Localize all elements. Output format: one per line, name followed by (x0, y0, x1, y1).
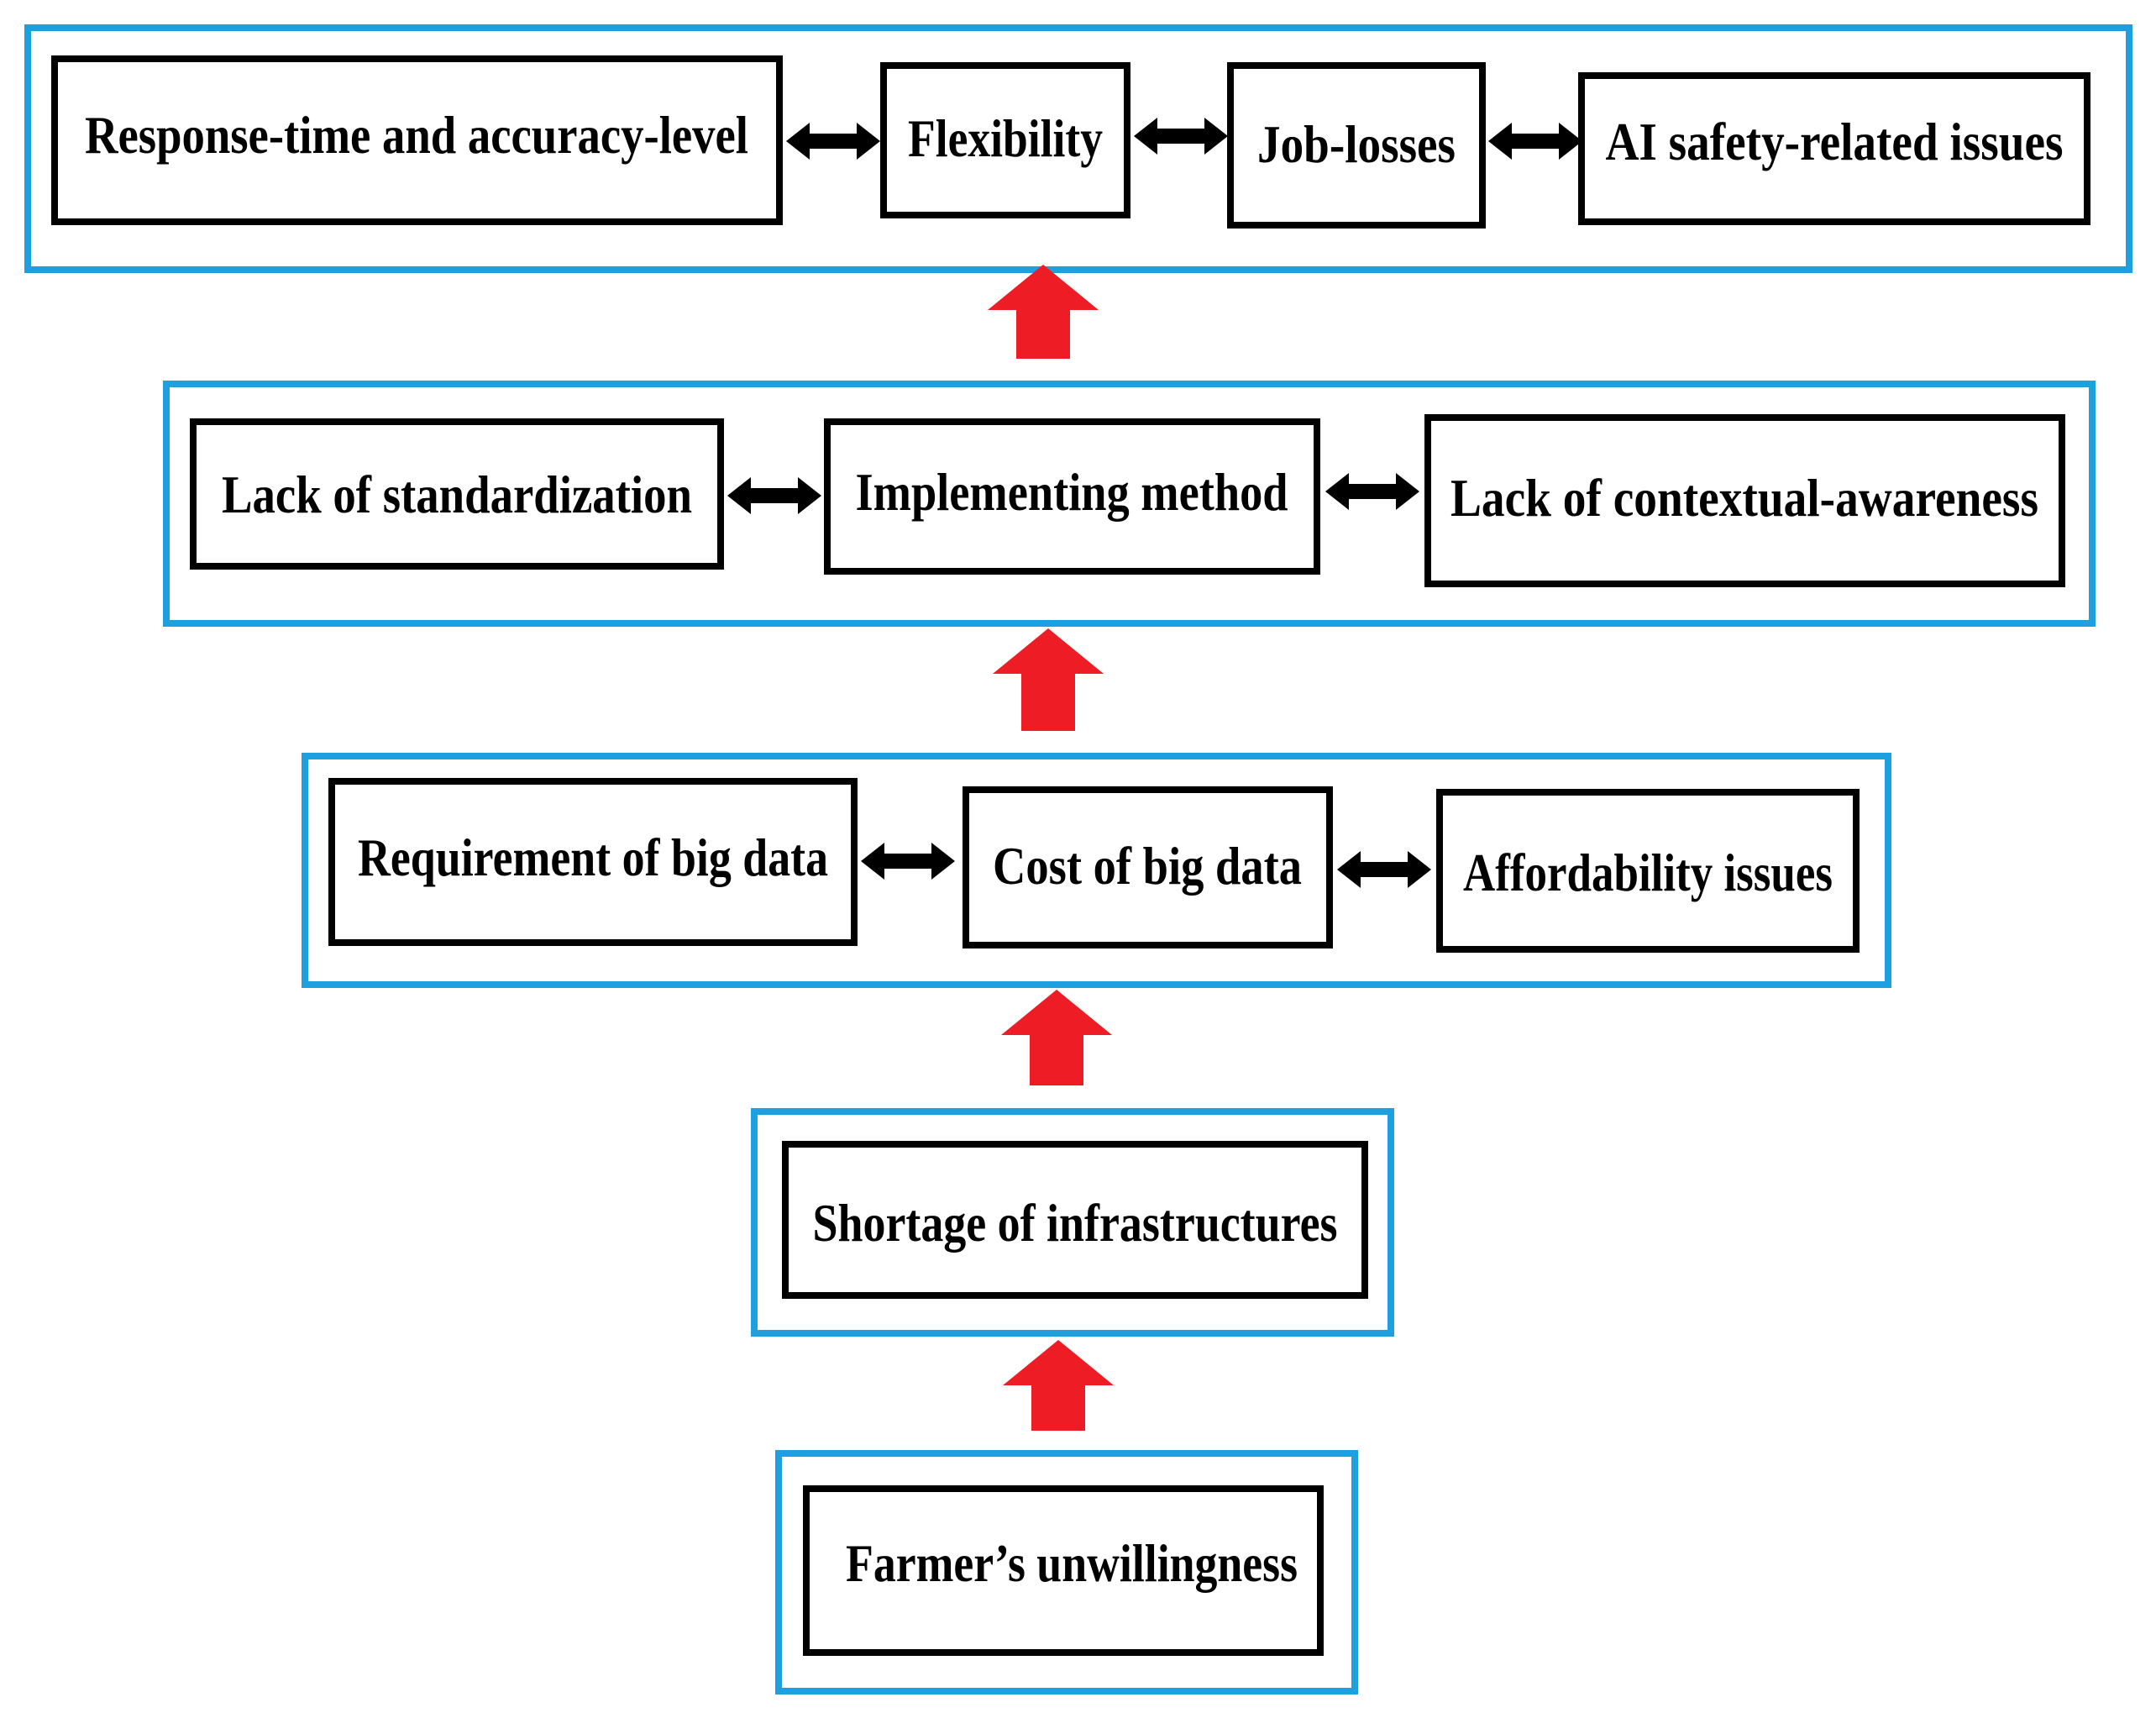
node-box (782, 1141, 1368, 1299)
level-5-frame (24, 24, 2132, 273)
level-3-group: Requirement of big data Cost of big data… (302, 753, 1891, 988)
flow-arrow-up (988, 265, 1099, 359)
level-4-group: Lack of standardization Implementing met… (163, 381, 2096, 627)
node-label: Response-time and accuracy-level (85, 105, 748, 165)
node-label: Lack of standardization (222, 465, 692, 524)
link-arrow (1325, 473, 1419, 510)
level-2-frame (751, 1108, 1394, 1337)
level-1-frame (775, 1450, 1358, 1695)
node-flexibility: Flexibility (880, 62, 1130, 218)
node-box (803, 1485, 1324, 1656)
flow-arrow-up (993, 628, 1104, 731)
node-cost-big-data: Cost of big data (963, 786, 1333, 948)
level-1-group: Farmer’s unwillingness (775, 1450, 1358, 1695)
node-job-losses: Job-losses (1227, 62, 1486, 229)
node-farmers-unwillingness: Farmer’s unwillingness (803, 1485, 1324, 1656)
node-lack-standardization: Lack of standardization (190, 418, 724, 570)
node-box (1578, 72, 2090, 225)
node-label: Farmer’s unwillingness (846, 1533, 1298, 1593)
node-label: Shortage of infrastructures (813, 1193, 1338, 1253)
node-label: Job-losses (1257, 114, 1456, 174)
level-4-frame (163, 381, 2096, 627)
node-label: Cost of big data (993, 836, 1302, 896)
link-arrow (861, 843, 955, 880)
node-box (963, 786, 1333, 948)
node-box (190, 418, 724, 570)
flow-arrow-up (1001, 990, 1112, 1085)
node-label: Implementing method (856, 462, 1288, 522)
node-box (880, 62, 1130, 218)
node-label: Affordability issues (1463, 843, 1833, 902)
link-arrow (1488, 123, 1582, 160)
node-box (1424, 414, 2065, 587)
node-box (1436, 789, 1860, 953)
node-requirement-big-data: Requirement of big data (328, 778, 858, 946)
node-shortage-infrastructures: Shortage of infrastructures (782, 1141, 1368, 1299)
node-label: Lack of contextual-awareness (1450, 468, 2038, 528)
node-label: Requirement of big data (358, 828, 828, 887)
level-3-frame (302, 753, 1891, 988)
level-2-group: Shortage of infrastructures (751, 1108, 1394, 1337)
node-box (328, 778, 858, 946)
level-5-group: Response-time and accuracy-level Flexibi… (24, 24, 2132, 273)
node-ai-safety: AI safety-related issues (1578, 72, 2090, 225)
link-arrow (727, 477, 821, 514)
node-label: AI safety-related issues (1606, 112, 2064, 171)
node-response-time: Response-time and accuracy-level (51, 55, 783, 225)
flow-arrow-up (1003, 1340, 1114, 1431)
node-label: Flexibility (908, 108, 1103, 168)
node-box (824, 418, 1320, 575)
node-box (1227, 62, 1486, 229)
node-box (51, 55, 783, 225)
link-arrow (786, 123, 880, 160)
node-lack-contextual-awareness: Lack of contextual-awareness (1424, 414, 2065, 587)
node-affordability: Affordability issues (1436, 789, 1860, 953)
link-arrow (1337, 851, 1431, 888)
node-implementing-method: Implementing method (824, 418, 1320, 575)
link-arrow (1134, 118, 1228, 155)
